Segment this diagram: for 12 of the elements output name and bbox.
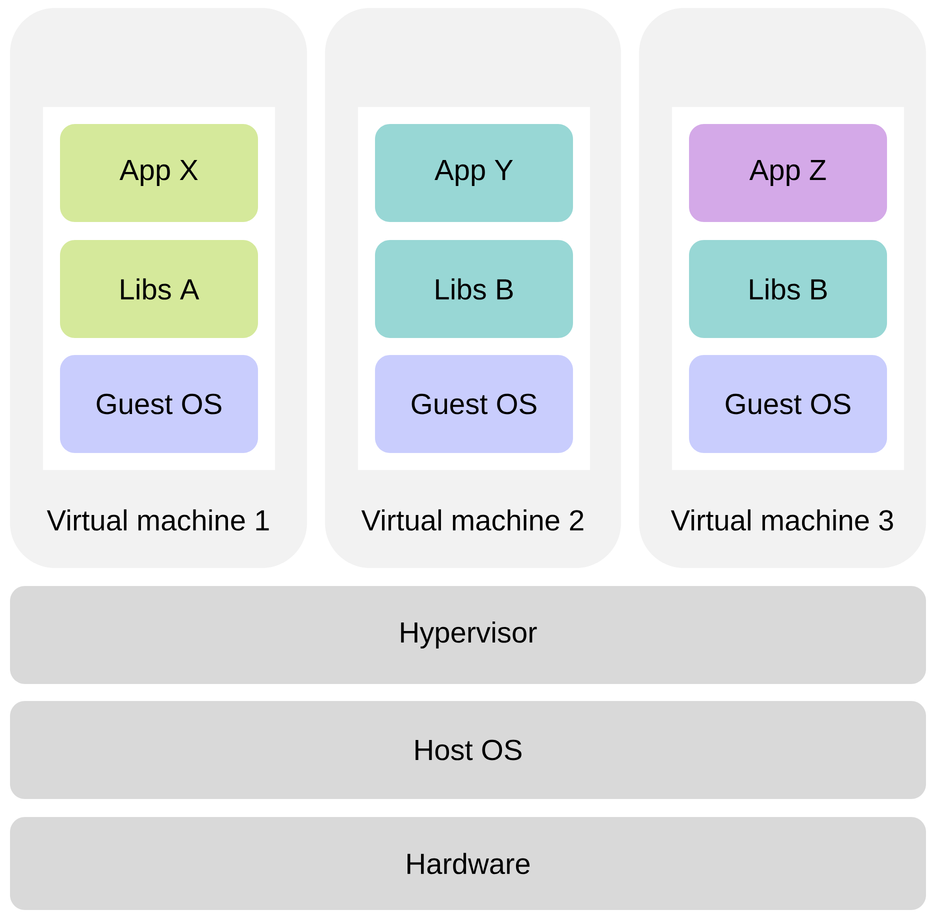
layer-box: Libs B (375, 240, 573, 338)
layer-box: Libs B (689, 240, 888, 338)
layer-box: App X (60, 124, 258, 222)
layer-band: Host OS (10, 701, 926, 799)
layer-box: App Z (689, 124, 888, 222)
layer-band: Hypervisor (10, 586, 926, 684)
layer-box: Guest OS (689, 355, 888, 453)
layer-box: App Y (375, 124, 573, 222)
layer-box: Guest OS (60, 355, 258, 453)
layer-band: Hardware (10, 817, 926, 910)
layer-box: Libs A (60, 240, 258, 338)
layer-box: Guest OS (375, 355, 573, 453)
